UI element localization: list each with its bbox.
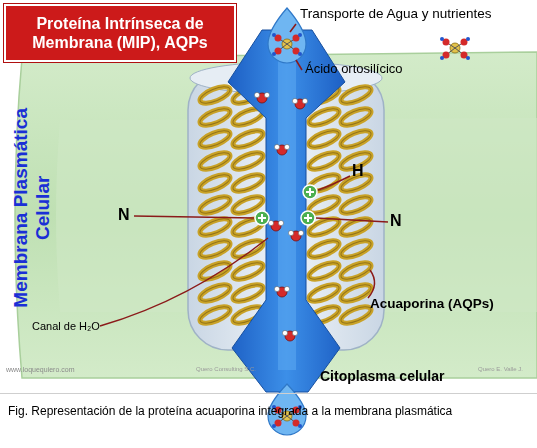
callout-label: Acuaporina (AQPs) [370, 296, 535, 312]
caption-rule [0, 393, 537, 394]
leader-line [368, 270, 375, 298]
charge-symbol [255, 211, 269, 225]
callout-label: Transporte de Agua y nutrientes [300, 6, 535, 22]
figure-caption: Fig. Representación de la proteína acuap… [8, 404, 528, 419]
charge-symbol [303, 185, 317, 199]
alpha-helix [307, 83, 341, 326]
water-molecule [292, 98, 307, 109]
callout-label: Canal de H₂O [32, 320, 132, 333]
watermark: www.loquequiero.com [6, 366, 126, 374]
leader-line [316, 218, 388, 222]
atom-label: N [118, 206, 138, 224]
alpha-helix [198, 83, 232, 326]
alpha-helix [339, 83, 373, 326]
alpha-helix [339, 83, 373, 326]
watermark: Quero Consulting S.C. [196, 366, 316, 373]
water-molecule [282, 330, 297, 341]
water-molecule [274, 286, 289, 297]
leader-line [134, 216, 254, 218]
alpha-helix [231, 83, 265, 326]
leader-line [296, 60, 302, 70]
atom-label: N [390, 212, 410, 230]
title-banner: Proteína Intrínseca de Membrana (MIP), A… [4, 4, 236, 62]
water-molecule [254, 92, 269, 103]
alpha-helix [198, 83, 232, 326]
silicic-acid-molecule [272, 33, 302, 56]
watermark: Quero E. Valle J. [478, 366, 537, 373]
water-molecule [274, 144, 289, 155]
leader-line [318, 176, 350, 190]
silicic-acid-molecule [440, 37, 470, 60]
charge-symbol [301, 211, 315, 225]
membrane-label: Membrana Plasmática Celular [10, 78, 54, 338]
water-molecule [288, 230, 303, 241]
water-channel [228, 30, 345, 392]
channel-highlight [278, 60, 296, 370]
callout-label: Ácido ortosilícico [305, 62, 465, 77]
atom-label: H [352, 162, 372, 180]
water-molecule [268, 220, 283, 231]
alpha-helix [231, 83, 265, 326]
leader-line [290, 24, 296, 32]
alpha-helix [307, 83, 341, 326]
leader-line [100, 238, 268, 326]
